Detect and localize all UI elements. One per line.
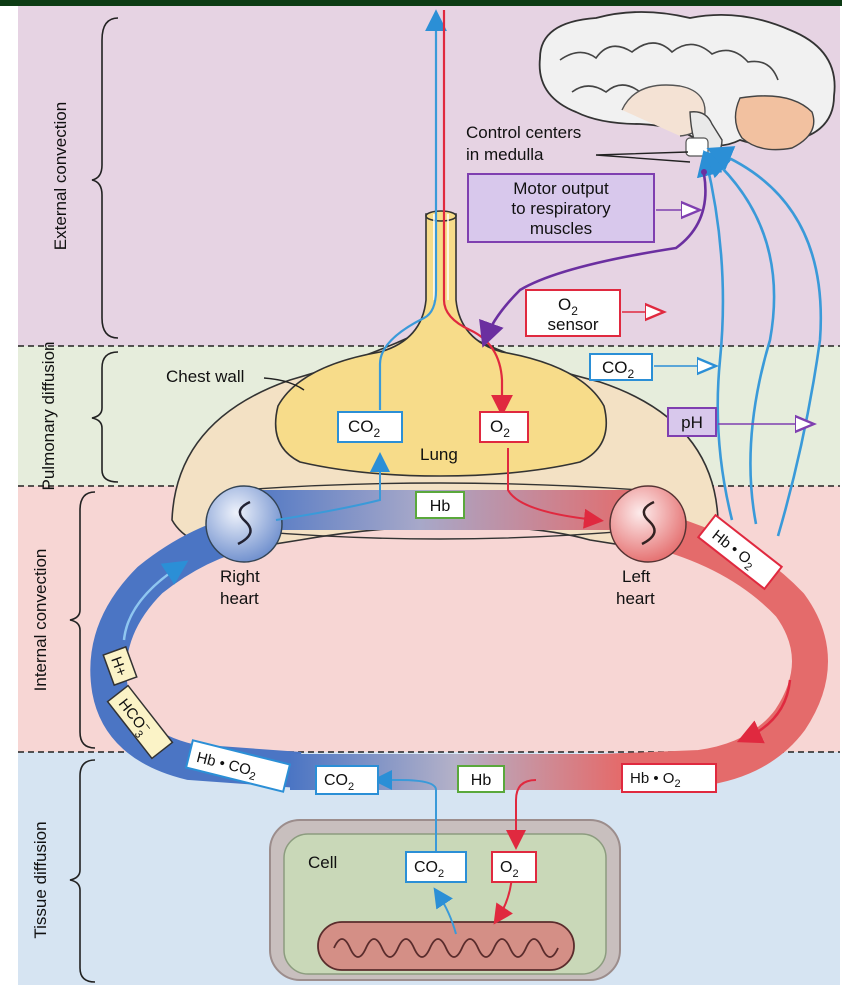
hb-top-label: Hb xyxy=(430,498,451,515)
hb-o2-lower-box: Hb • O2 xyxy=(621,763,717,793)
brain-icon xyxy=(538,11,836,159)
motor-output-line3: muscles xyxy=(530,219,592,238)
svg-text:Hb • O2: Hb • O2 xyxy=(630,770,681,790)
co2-exhaled-path xyxy=(378,9,447,410)
h-plus-label: H+ xyxy=(107,654,130,678)
cell-o2-o: O xyxy=(500,859,512,876)
o2-sensor-box: O2 sensor xyxy=(525,289,621,337)
left-heart-line1: Left xyxy=(622,567,651,586)
cell-label: Cell xyxy=(308,853,337,872)
cell-co2-box: CO2 xyxy=(405,851,467,883)
svg-text:O2: O2 xyxy=(490,417,510,440)
lung-label: Lung xyxy=(420,445,458,464)
cell-o2-sub: 2 xyxy=(512,868,518,880)
hb-o2-upper-box: Hb • O2 xyxy=(696,513,784,591)
left-heart-line2: heart xyxy=(616,589,655,608)
capillary-co2-box: CO2 xyxy=(315,765,379,795)
hb-o2-lower-text: Hb • O xyxy=(630,770,674,787)
cell-o2-box: O2 xyxy=(491,851,537,883)
hb-co2-sub: 2 xyxy=(248,770,257,783)
svg-text:O2: O2 xyxy=(500,859,519,880)
hb-bottom-label: Hb xyxy=(471,772,492,789)
o2-tissue-path xyxy=(506,779,537,850)
motor-output-line2: to respiratory xyxy=(511,199,611,218)
heart-icon xyxy=(609,485,687,563)
lung-o2-box: O2 xyxy=(479,411,529,443)
h-plus-box: H+ xyxy=(102,645,138,687)
co2-tissue-path xyxy=(372,770,437,880)
lung-o2-sub: 2 xyxy=(503,426,510,440)
heart-icon xyxy=(205,485,283,563)
co2-sensor-box: CO2 xyxy=(589,353,653,381)
chest-wall-label: Chest wall xyxy=(166,367,244,386)
cell-co2-sub: 2 xyxy=(438,868,444,880)
lung-co2-sub: 2 xyxy=(374,426,381,440)
right-heart-line1: Right xyxy=(220,567,260,586)
lung-co2-co: CO xyxy=(348,417,374,436)
co2-sensor-co: CO xyxy=(602,358,628,377)
zone-label-internal: Internal convection xyxy=(31,549,50,692)
top-border xyxy=(0,0,842,6)
zone-label-pulmonary: Pulmonary diffusion xyxy=(39,342,58,491)
control-centers-line1: Control centers xyxy=(466,123,581,142)
cell-co2-co: CO xyxy=(414,859,438,876)
zone-label-tissue: Tissue diffusion xyxy=(31,821,50,938)
capillary-co2-co: CO xyxy=(324,772,348,789)
hb-o2-lower-sub: 2 xyxy=(674,778,680,790)
right-heart-line2: heart xyxy=(220,589,259,608)
capillary-co2-sub: 2 xyxy=(348,781,354,793)
motor-output-box: Motor output to respiratory muscles xyxy=(467,173,655,243)
lung-co2-box: CO2 xyxy=(337,411,403,443)
motor-output-line1: Motor output xyxy=(513,179,609,198)
o2-inhaled-path xyxy=(442,10,513,417)
svg-text:CO2: CO2 xyxy=(414,859,444,880)
hb-co2-box: Hb • CO2 xyxy=(184,739,292,793)
o2-sensor-sub: 2 xyxy=(571,304,578,318)
ph-label: pH xyxy=(681,413,703,432)
o2-sensor-o: O xyxy=(558,295,571,314)
control-centers-line2: in medulla xyxy=(466,145,544,164)
zone-braces xyxy=(69,17,119,983)
co2-sensor-sub: 2 xyxy=(628,367,635,381)
svg-text:CO2: CO2 xyxy=(324,772,354,793)
hb-top-box: Hb xyxy=(415,491,465,519)
o2-sensor-word: sensor xyxy=(547,315,598,334)
sensor-afferents xyxy=(696,146,823,537)
svg-text:O2: O2 xyxy=(558,295,578,318)
lung-o2-o: O xyxy=(490,417,503,436)
lung xyxy=(274,213,608,477)
zone-label-external: External convection xyxy=(51,102,70,250)
svg-text:CO2: CO2 xyxy=(348,417,381,440)
ph-box: pH xyxy=(667,407,717,437)
svg-text:CO2: CO2 xyxy=(602,358,635,381)
hb-bottom-box: Hb xyxy=(457,765,505,793)
